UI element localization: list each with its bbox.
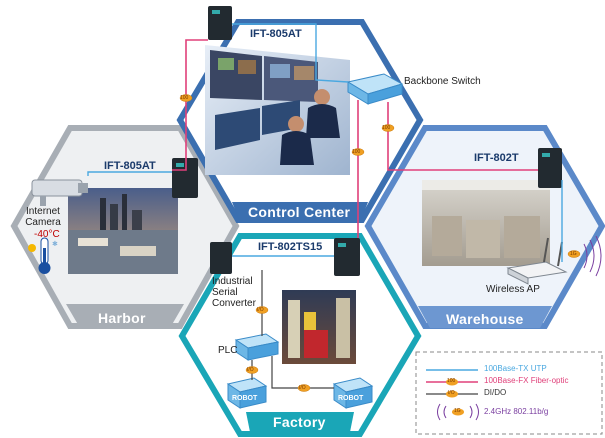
link-badges bbox=[179, 94, 581, 392]
wireless-ap-label: Wireless AP bbox=[486, 284, 540, 295]
legend-fiber-label: 100Base-FX Fiber-optic bbox=[484, 376, 569, 385]
badge-factory-fiber: 100 bbox=[352, 149, 361, 155]
robot-device-1 bbox=[226, 377, 268, 409]
warehouse-label: Warehouse bbox=[446, 311, 524, 327]
converter-device-top bbox=[208, 6, 232, 40]
control-center-label: Control Center bbox=[248, 204, 351, 220]
device-label-factory: IFT-802TS15 bbox=[258, 241, 323, 253]
converter-device-harbor bbox=[172, 158, 198, 198]
warehouse-image bbox=[422, 180, 550, 266]
legend-badge-dido: I/O bbox=[448, 390, 455, 396]
robot-label-2: ROBOT bbox=[338, 395, 364, 402]
legend-badge-fiber: 100 bbox=[447, 378, 456, 384]
device-label-harbor: IFT-805AT bbox=[104, 160, 156, 172]
legend-box bbox=[415, 351, 603, 435]
legend-utp-label: 100Base-TX UTP bbox=[484, 364, 547, 373]
legend-dido-label: DI/DO bbox=[484, 388, 507, 397]
backbone-switch-device bbox=[346, 73, 404, 105]
badge-warehouse-fiber: 100 bbox=[382, 125, 391, 131]
device-label-warehouse: IFT-802T bbox=[474, 152, 519, 164]
plc-device bbox=[234, 333, 280, 361]
thermometer-icon: ✱ bbox=[28, 237, 58, 274]
factory-image bbox=[282, 290, 356, 364]
temperature-label: -40°C bbox=[34, 229, 60, 240]
fiber-link-top bbox=[172, 39, 208, 171]
internet-camera-label: Internet Camera bbox=[25, 206, 61, 228]
control-room-image bbox=[205, 45, 350, 175]
badge-robot1-io: I/O bbox=[247, 367, 254, 373]
dido-link-robot2 bbox=[271, 356, 334, 389]
serial-converter-label: Industrial Serial Converter bbox=[212, 276, 256, 309]
factory-label: Factory bbox=[273, 414, 326, 430]
wireless-ap-device bbox=[506, 235, 602, 285]
badge-top-fiber: 100 bbox=[180, 95, 189, 101]
robot-label-1: ROBOT bbox=[232, 395, 258, 402]
converter-device-warehouse bbox=[538, 148, 562, 188]
robot-device-2 bbox=[332, 377, 374, 409]
legend-wireless-label: 2.4GHz 802.11b/g bbox=[484, 407, 549, 416]
svg-text:✱: ✱ bbox=[52, 240, 58, 248]
badge-wifi: 1G bbox=[570, 251, 577, 257]
harbor-image bbox=[68, 188, 178, 274]
internet-camera-device bbox=[31, 179, 88, 206]
device-label-top: IFT-805AT bbox=[250, 28, 302, 40]
backbone-switch-label: Backbone Switch bbox=[404, 76, 481, 87]
plc-label: PLC bbox=[218, 345, 238, 356]
legend-badge-wireless: 1G bbox=[454, 408, 461, 414]
converter-device-factory bbox=[334, 238, 360, 276]
utp-link-camera bbox=[87, 171, 172, 176]
serial-converter-device bbox=[210, 242, 232, 274]
harbor-label: Harbor bbox=[98, 310, 146, 326]
badge-plc-io: I/O bbox=[257, 307, 264, 313]
badge-robot2-io: I/O bbox=[299, 385, 306, 391]
utp-link-top bbox=[232, 23, 349, 83]
